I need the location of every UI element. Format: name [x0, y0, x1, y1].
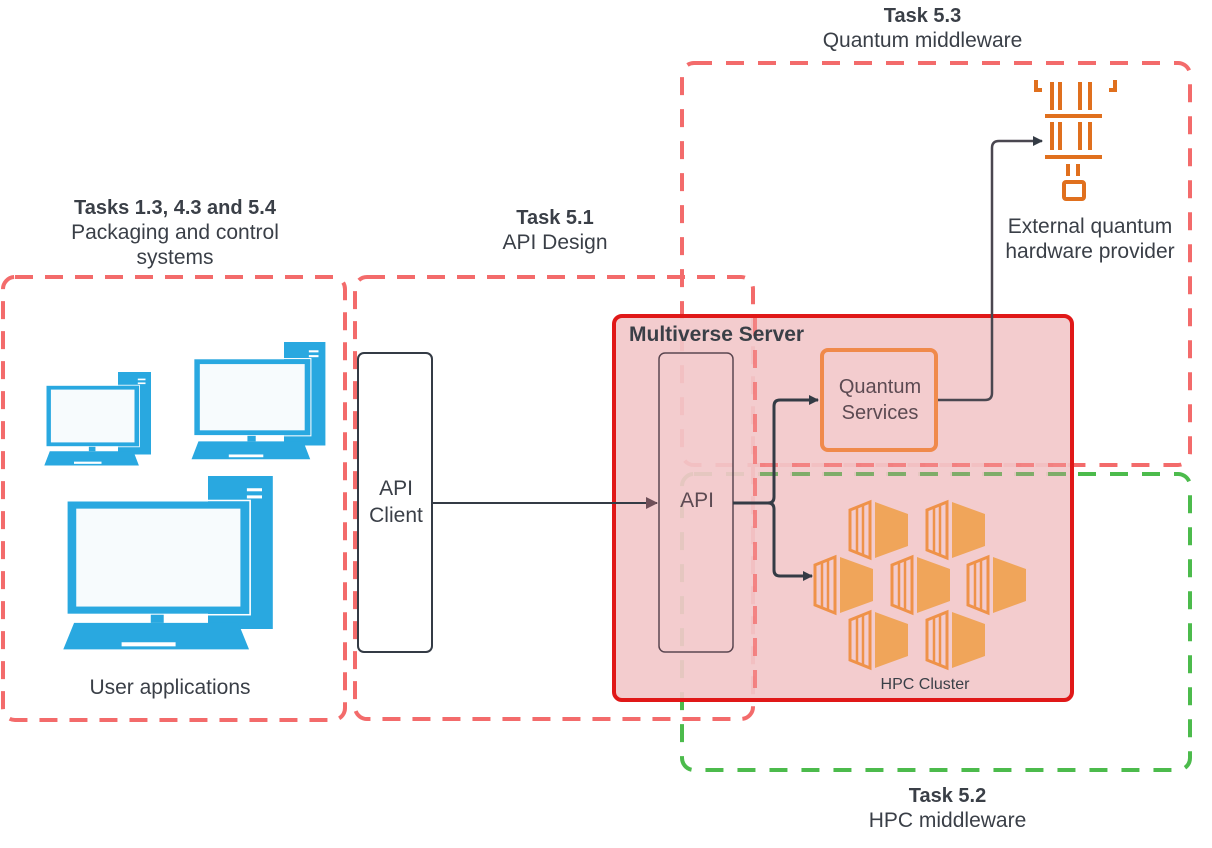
group-packaging-border [1, 275, 347, 722]
quantum-services-label-line1: Quantum [838, 376, 922, 398]
group-packaging-label: Tasks 1.3, 4.3 and 5.4 Packaging and con… [20, 196, 330, 270]
desktop-computer-icon [191, 341, 326, 460]
group-api-design-label: Task 5.1 API Design [440, 206, 670, 255]
quantum-services-label-line2: Services [841, 402, 919, 424]
group-hpc-middleware-subtitle: HPC middleware [868, 809, 1027, 832]
hpc-cluster-label: HPC Cluster [880, 676, 970, 693]
desktop-computer-icon [62, 475, 274, 651]
group-hpc-middleware-label: Task 5.2 HPC middleware [820, 784, 1075, 833]
multiverse-server-title: Multiverse Server [629, 323, 805, 346]
group-quantum-middleware-title: Task 5.3 [883, 5, 962, 27]
quantum-services-node[interactable]: Quantum Services [822, 366, 938, 434]
api-client-label-line2: Client [369, 504, 423, 527]
user-applications-label: User applications [89, 676, 251, 699]
quantum-provider-label: External quantum hardware provider [985, 214, 1195, 264]
group-api-design-title: Task 5.1 [516, 207, 594, 229]
group-quantum-middleware-label: Task 5.3 Quantum middleware [790, 4, 1055, 53]
group-quantum-middleware-border [680, 61, 1192, 467]
group-hpc-middleware-title: Task 5.2 [908, 785, 987, 807]
api-node[interactable]: API [680, 489, 714, 513]
group-api-design-subtitle: API Design [502, 231, 608, 254]
multiverse-server-box [612, 314, 1074, 702]
quantum-provider-label-line1: External quantum [1007, 215, 1173, 238]
group-quantum-middleware-subtitle: Quantum middleware [822, 29, 1023, 52]
group-packaging-title: Tasks 1.3, 4.3 and 5.4 [74, 197, 276, 219]
api-client-node[interactable]: API Client [358, 470, 434, 534]
edge-api-to-hpc [767, 501, 813, 581]
quantum-chip-icon [1034, 80, 1117, 201]
quantum-provider-label-line2: hardware provider [1005, 240, 1175, 264]
quantum-services-box [820, 348, 938, 452]
desktop-computer-icon [43, 371, 152, 466]
group-packaging-subtitle: Packaging and control systems [71, 221, 279, 270]
edge-quantum-to-provider [938, 136, 1043, 402]
api-client-label-line1: API [379, 476, 413, 500]
